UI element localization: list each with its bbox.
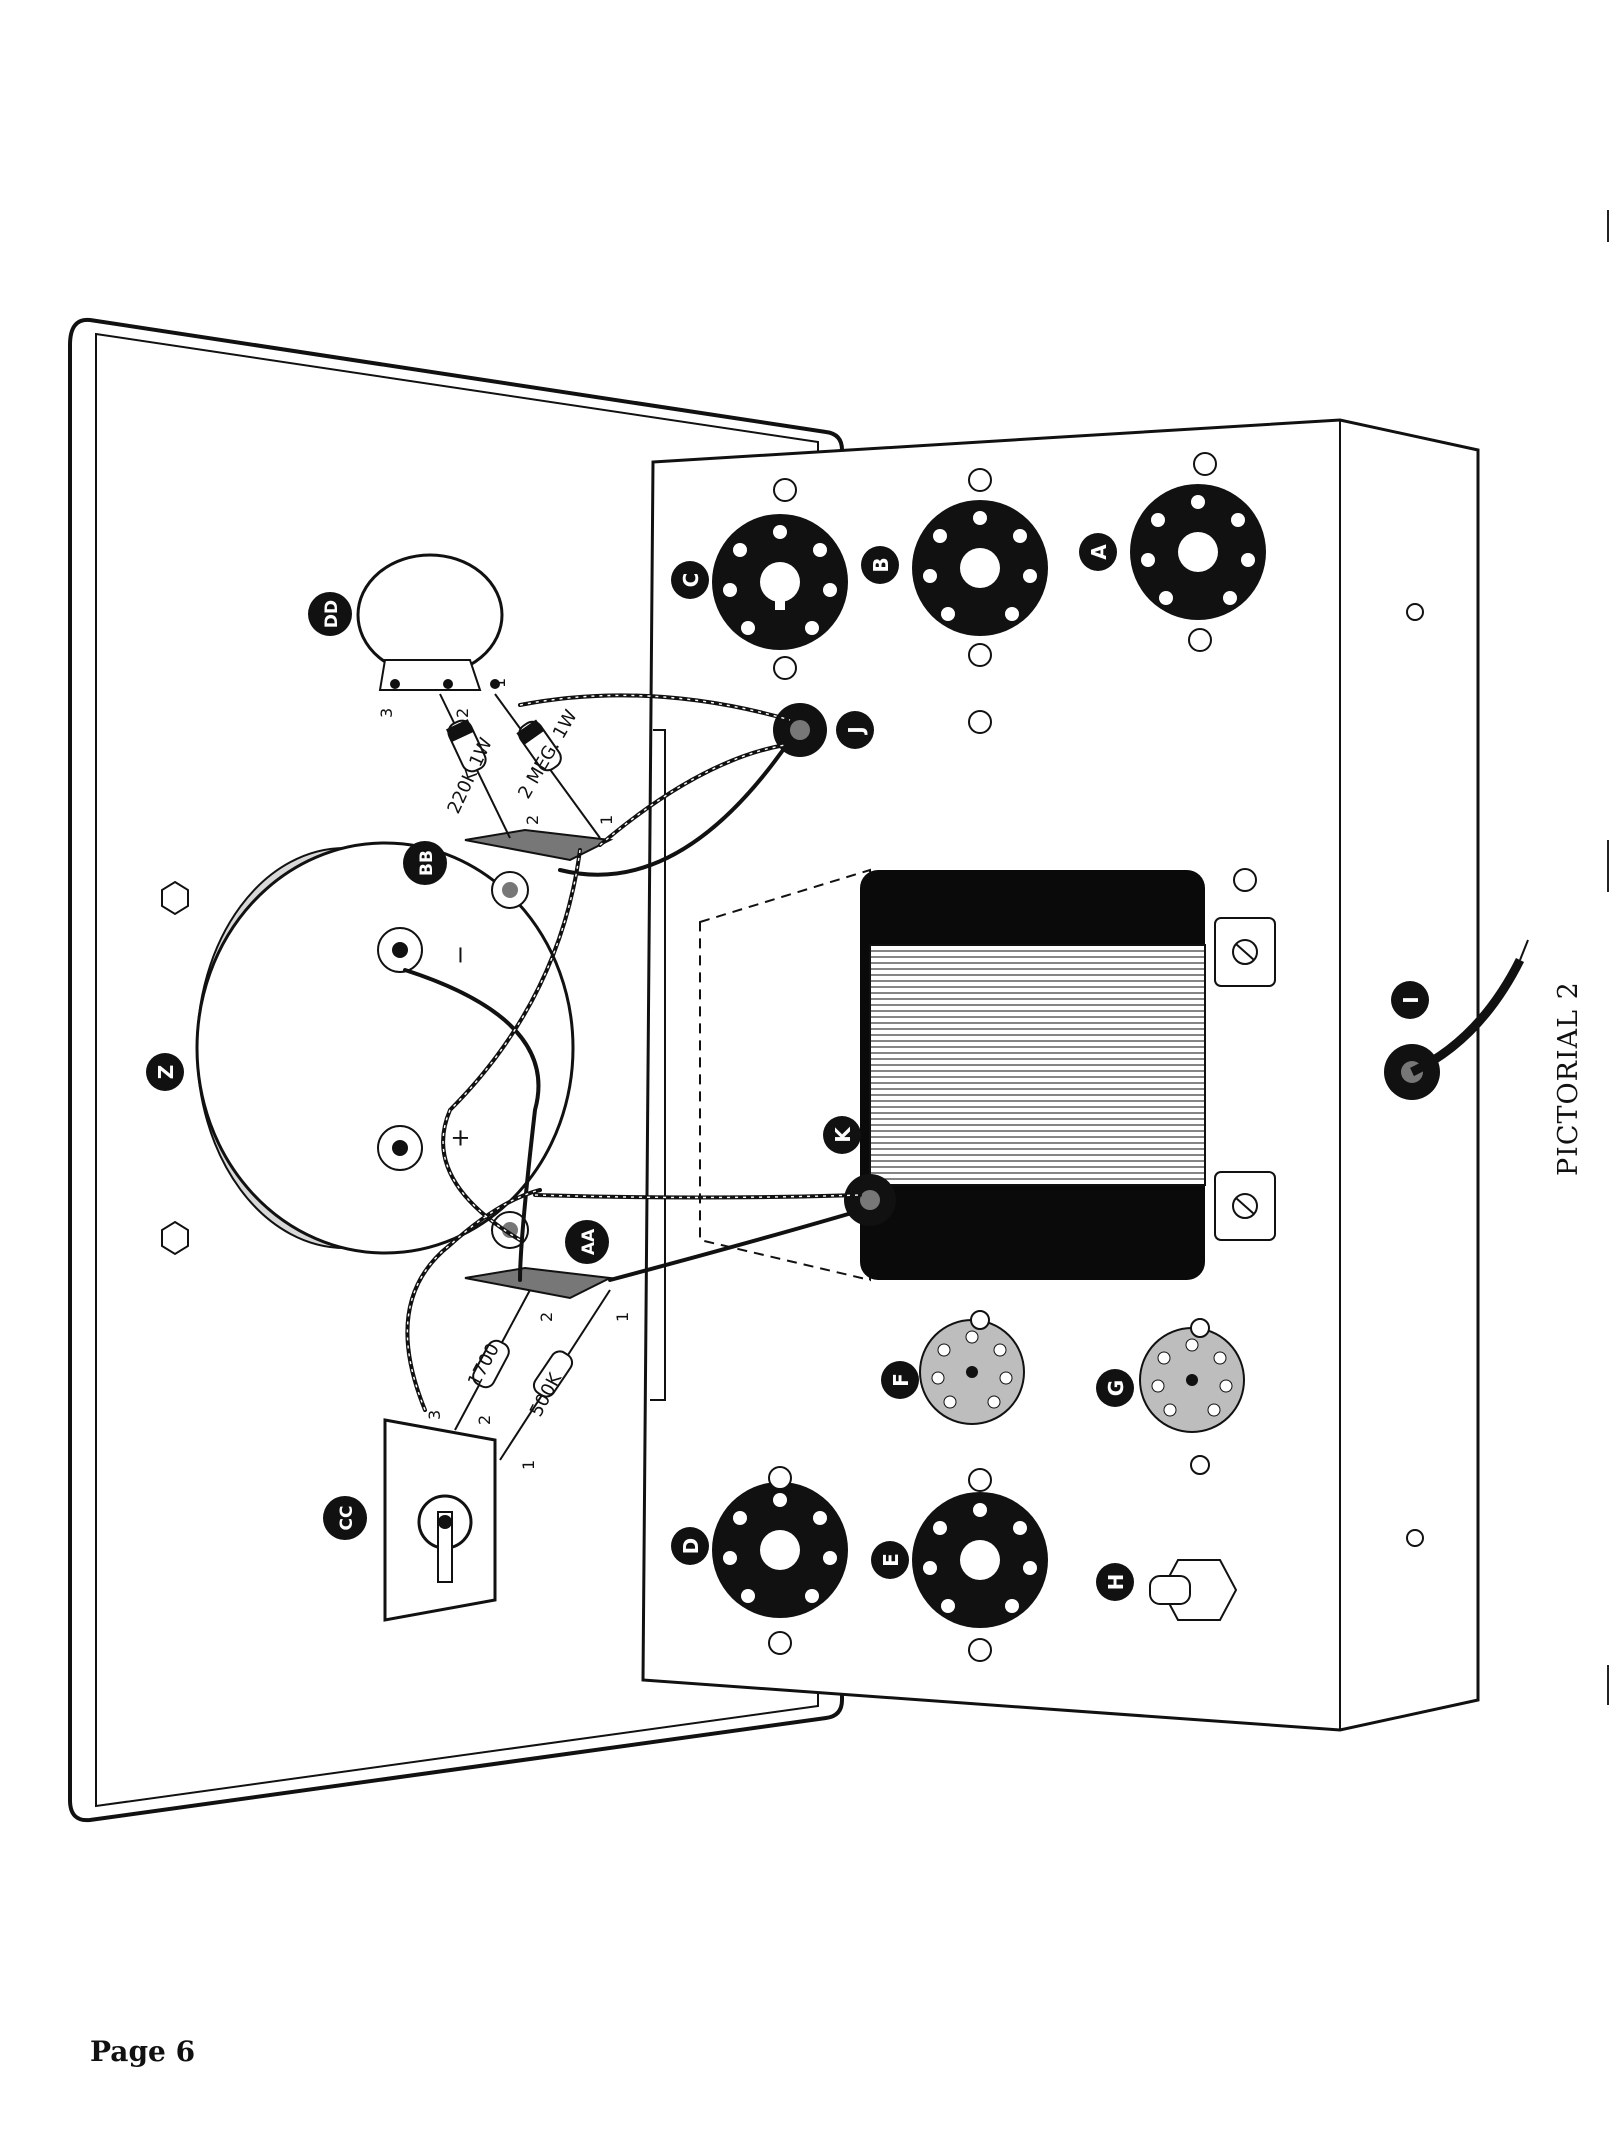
figure-caption: PICTORIAL 2 [1553, 981, 1584, 1176]
callout-g: G [1096, 1369, 1134, 1407]
edge-mark-1 [1607, 210, 1609, 242]
callout-z: Z [146, 1053, 184, 1091]
svg-text:2: 2 [475, 1415, 494, 1425]
svg-text:C: C [679, 573, 703, 588]
svg-text:H: H [1104, 1574, 1128, 1591]
callout-dd: DD [308, 592, 352, 636]
resistor-500k [499, 1289, 611, 1461]
power-transformer [699, 868, 1276, 1282]
svg-text:B: B [869, 557, 893, 572]
grommet-j [773, 703, 827, 757]
callout-c: C [671, 561, 709, 599]
callout-f: F [881, 1361, 919, 1399]
wiring-twist [406, 694, 861, 1411]
callout-h: H [1096, 1563, 1134, 1601]
svg-text:2: 2 [453, 708, 472, 718]
callout-cc: CC [323, 1496, 367, 1540]
tube-socket-b [912, 500, 1048, 636]
tube-socket-g [1139, 1327, 1245, 1433]
toggle-switch-h [1149, 1559, 1238, 1621]
terminal-numbers: 1 2 1 2 3 1 2 1 2 3 [377, 678, 632, 1470]
svg-text:DD: DD [322, 600, 342, 628]
svg-text:1: 1 [613, 1312, 632, 1322]
potentiometer-dd [356, 553, 504, 691]
callout-aa: AA [565, 1220, 609, 1264]
svg-text:AA: AA [579, 1228, 599, 1255]
resistor-2meg [494, 693, 601, 839]
svg-text:1: 1 [597, 815, 616, 825]
svg-text:D: D [679, 1538, 703, 1555]
svg-text:3: 3 [425, 1410, 444, 1420]
meter-plus-label: + [446, 1128, 474, 1148]
callout-a: A [1079, 533, 1117, 571]
tube-socket-d [712, 1482, 848, 1618]
resistor-220k [439, 693, 511, 839]
callout-k: K [823, 1116, 861, 1154]
edge-mark-2 [1607, 840, 1609, 892]
svg-text:CC: CC [337, 1506, 357, 1531]
svg-text:E: E [879, 1553, 903, 1567]
svg-text:J: J [844, 726, 868, 735]
meter-z [195, 841, 575, 1255]
edge-mark-3 [1607, 1665, 1609, 1705]
svg-text:1: 1 [519, 1460, 538, 1470]
resistor-1700 [454, 1289, 531, 1431]
svg-text:F: F [889, 1373, 913, 1387]
svg-text:2: 2 [537, 1312, 556, 1322]
chassis-screws [768, 452, 1424, 1662]
svg-text:BB: BB [417, 850, 437, 876]
svg-text:I: I [1399, 996, 1423, 1003]
tube-socket-c [712, 514, 848, 650]
svg-text:1: 1 [490, 678, 509, 688]
terminal-strip-bb [464, 828, 614, 909]
potentiometer-cc [383, 1418, 497, 1622]
grommet-k [844, 1174, 896, 1226]
callout-bb: BB [403, 841, 447, 885]
tube-socket-f [919, 1319, 1025, 1425]
callout-i: I [1391, 981, 1429, 1019]
svg-text:2: 2 [523, 815, 542, 825]
callout-b: B [861, 546, 899, 584]
callout-d: D [671, 1527, 709, 1565]
tube-socket-a [1130, 484, 1266, 620]
page-number: Page 6 [90, 2035, 196, 2068]
tube-socket-e [912, 1492, 1048, 1628]
svg-text:G: G [1104, 1380, 1128, 1396]
svg-text:3: 3 [377, 708, 396, 718]
meter-minus-label: − [446, 945, 474, 965]
callout-e: E [871, 1541, 909, 1579]
front-panel [68, 317, 844, 1823]
svg-text:Z: Z [154, 1065, 178, 1080]
callout-j: J [836, 711, 874, 749]
panel-screws [161, 880, 189, 1256]
grommet-i [1384, 939, 1529, 1100]
label-2meg: 2 MEG. 1W [514, 706, 582, 802]
svg-text:K: K [831, 1126, 855, 1143]
svg-text:A: A [1087, 544, 1111, 560]
